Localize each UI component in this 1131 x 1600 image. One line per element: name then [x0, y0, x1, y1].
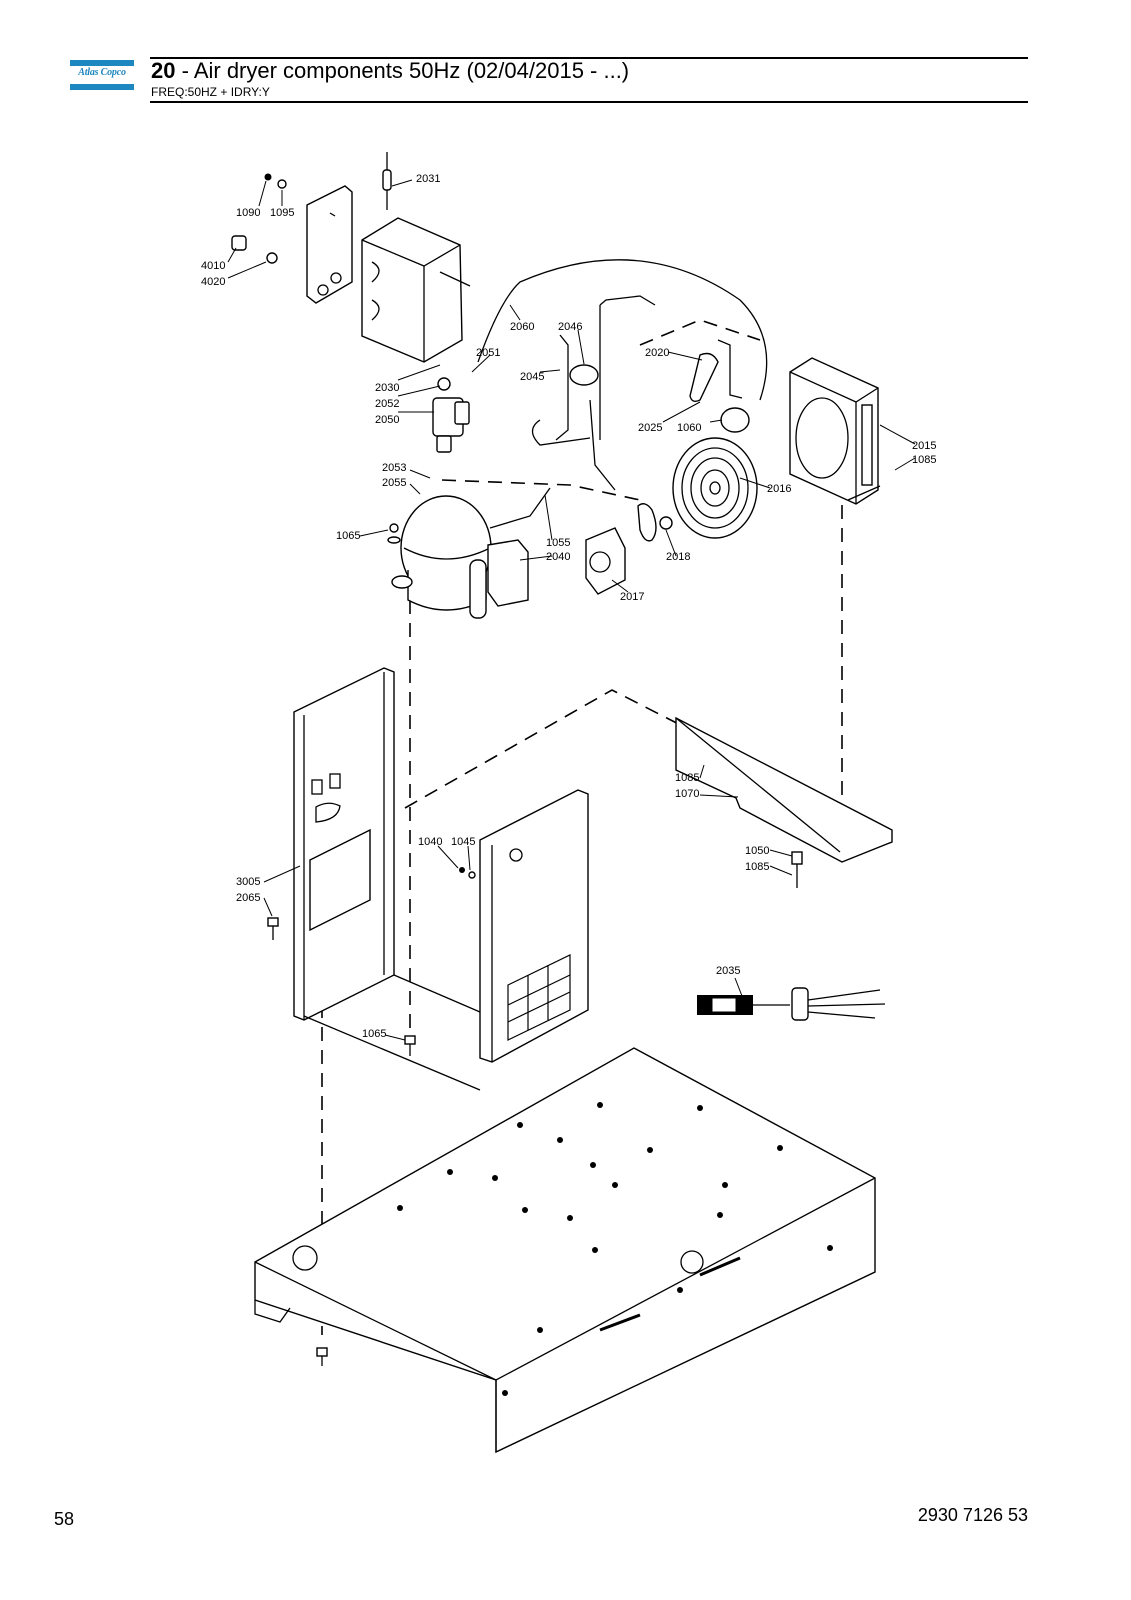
callout-2035: 2035 [716, 965, 740, 977]
solenoid-valve [432, 377, 470, 453]
section-title: - Air dryer components 50Hz (02/04/2015 … [175, 58, 630, 83]
callout-2051: 2051 [476, 347, 500, 359]
pressure-switch [689, 339, 750, 433]
callout-3005: 3005 [236, 876, 260, 888]
callout-2016: 2016 [767, 483, 791, 495]
mounting-screws [267, 917, 416, 1366]
frame-fasteners [459, 867, 476, 879]
fan-guard [672, 437, 758, 539]
callout-2052: 2052 [375, 398, 399, 410]
callout-2015: 2015 [912, 440, 936, 452]
callout-leader-lines [227, 179, 916, 1041]
refrigerant-piping [531, 295, 656, 491]
callout-1085: 1085 [912, 454, 936, 466]
callout-2018: 2018 [666, 551, 690, 563]
callout-1060: 1060 [677, 422, 701, 434]
condenser-bracket [675, 716, 893, 863]
callout-1040: 1040 [418, 836, 442, 848]
compressor [391, 487, 551, 619]
callout-2045: 2045 [520, 371, 544, 383]
callout-1055: 1055 [546, 537, 570, 549]
header-bottom-rule [150, 101, 1028, 103]
atlas-copco-logo: Atlas Copco [70, 60, 134, 96]
base-plate [254, 1047, 876, 1454]
fan-blade [637, 503, 673, 542]
callout-2020: 2020 [645, 347, 669, 359]
logo-bottom-bar [70, 84, 134, 90]
callout-2053: 2053 [382, 462, 406, 474]
mounting-panel [306, 185, 353, 304]
callout-1050: 1050 [745, 845, 769, 857]
callout-1085: 1085 [745, 861, 769, 873]
callout-4020: 4020 [201, 276, 225, 288]
callout-2040: 2040 [546, 551, 570, 563]
separator-housing [361, 217, 471, 363]
logo-top-bar [70, 60, 134, 66]
callout-1045: 1045 [451, 836, 475, 848]
document-number: 2930 7126 53 [917, 1505, 1028, 1525]
page-title: 20 - Air dryer components 50Hz (02/04/20… [151, 58, 629, 84]
callout-2065: 2065 [236, 892, 260, 904]
filter-drier [382, 152, 392, 210]
callout-1090: 1090 [236, 207, 260, 219]
configuration-filter: FREQ:50HZ + IDRY:Y [151, 85, 270, 99]
callout-1065: 1065 [362, 1028, 386, 1040]
page-number: 58 [54, 1509, 75, 1529]
callout-labels: 2031 1090 1095 4010 4020 2060 2046 2051 … [201, 173, 936, 1040]
callout-2017: 2017 [620, 591, 644, 603]
section-number: 20 [151, 58, 176, 83]
callout-2046: 2046 [558, 321, 582, 333]
callout-2031: 2031 [416, 173, 440, 185]
condenser [789, 357, 881, 505]
capillary-tube [477, 259, 768, 401]
callout-2060: 2060 [510, 321, 534, 333]
wiring-harness [697, 987, 886, 1021]
callout-1065: 1065 [336, 530, 360, 542]
grommet-washer [387, 523, 401, 544]
callout-4010: 4010 [201, 260, 225, 272]
standoff-screw [791, 851, 803, 888]
callout-1070: 1070 [675, 788, 699, 800]
header-top-rule [150, 57, 1028, 59]
callout-1085: 1085 [675, 772, 699, 784]
callout-2030: 2030 [375, 382, 399, 394]
callout-2055: 2055 [382, 477, 406, 489]
small-fasteners [231, 173, 287, 264]
callout-2050: 2050 [375, 414, 399, 426]
logo-text: Atlas Copco [78, 67, 126, 78]
fan-motor [585, 527, 626, 595]
callout-2025: 2025 [638, 422, 662, 434]
callout-1095: 1095 [270, 207, 294, 219]
dryer-frame [293, 667, 589, 1091]
